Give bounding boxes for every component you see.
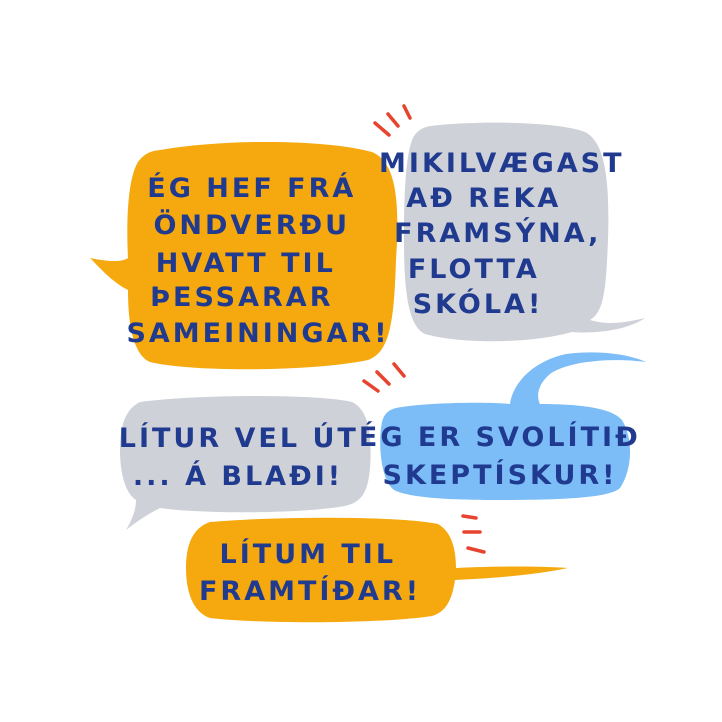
bubble-text: ÉG HEF FRÁ ÖNDVERÐU HVATT TIL ÞESSARAR S… — [126, 172, 389, 349]
bubble-text: LÍTUR VEL ÚT ... Á BLAÐI! — [119, 422, 371, 492]
emphasis-marks-top — [373, 104, 412, 137]
emphasis-mark — [461, 514, 478, 520]
bubble-shape — [186, 517, 568, 623]
text-line: ... Á BLAÐI! — [133, 460, 343, 492]
emphasis-mark — [386, 112, 400, 128]
emphasis-mark — [362, 379, 380, 393]
text-line: HVATT TIL — [156, 248, 336, 279]
emphasis-mark — [402, 104, 412, 120]
emphasis-marks-bottom — [461, 514, 486, 554]
speech-bubble-orange-top: ÉG HEF FRÁ ÖNDVERÐU HVATT TIL ÞESSARAR S… — [90, 141, 398, 370]
speech-bubble-orange-bottom: LÍTUM TIL FRAMTÍÐAR! — [186, 517, 568, 623]
text-line: MIKILVÆGAST — [379, 148, 624, 179]
emphasis-mark — [373, 121, 391, 137]
text-line: ÞESSARAR — [150, 282, 333, 313]
speech-bubble-gray-top: MIKILVÆGAST AÐ REKA FRAMSÝNA, FLOTTA SKÓ… — [379, 122, 645, 342]
speech-bubble-blue-middle: ÉG ER SVOLÍTIÐ SKEPTÍSKUR! — [359, 352, 653, 500]
text-line: SAMEININGAR! — [126, 318, 389, 349]
bubble-text: LÍTUM TIL FRAMTÍÐAR! — [199, 538, 421, 607]
text-line: ÉG ER SVOLÍTIÐ — [359, 421, 641, 453]
text-line: FRAMSÝNA, — [394, 217, 601, 249]
speech-bubble-gray-middle: LÍTUR VEL ÚT ... Á BLAÐI! — [119, 396, 371, 530]
bubble-shape — [120, 396, 371, 530]
bubble-text: ÉG ER SVOLÍTIÐ SKEPTÍSKUR! — [359, 421, 653, 491]
bubble-shape — [404, 122, 645, 342]
text-line: LÍTUR VEL ÚT — [119, 422, 359, 454]
text-line: AÐ REKA — [406, 183, 561, 214]
bubble-shape — [90, 141, 398, 370]
bubble-text: MIKILVÆGAST AÐ REKA FRAMSÝNA, FLOTTA SKÓ… — [379, 148, 637, 320]
emphasis-mark — [392, 362, 406, 378]
text-line: FRAMTÍÐAR! — [199, 575, 421, 607]
text-line: ÉG HEF FRÁ — [147, 172, 356, 204]
text-line: SKEPTÍSKUR! — [383, 459, 618, 491]
text-line: ÖNDVERÐU — [153, 208, 350, 241]
emphasis-mark — [375, 370, 391, 386]
emphasis-marks-middle — [362, 362, 406, 393]
text-line: SKÓLA! — [413, 288, 544, 320]
emphasis-mark — [466, 546, 486, 554]
text-line: LÍTUM TIL — [220, 538, 397, 570]
bubble-shape — [380, 352, 646, 500]
text-line: FLOTTA — [408, 254, 540, 285]
